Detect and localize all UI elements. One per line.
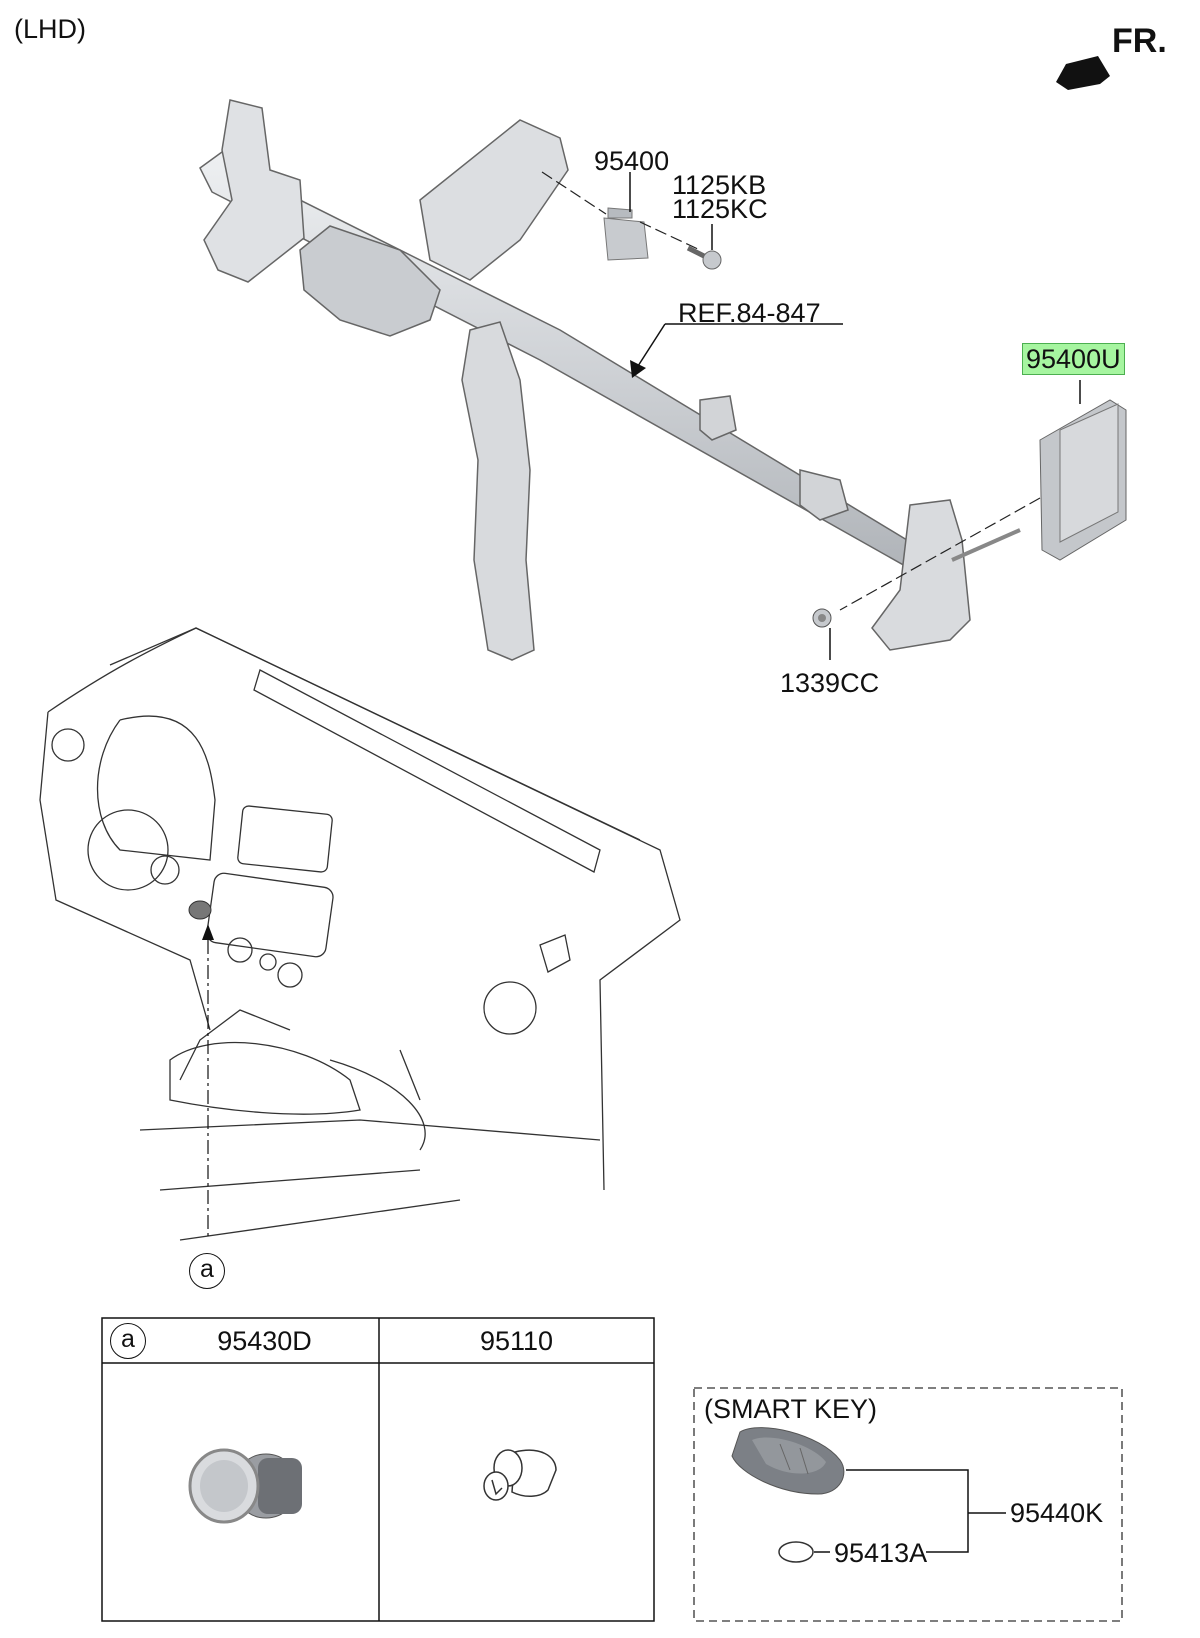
- table-marker: a: [110, 1323, 146, 1359]
- cowl-cross-bar: [199, 99, 1021, 661]
- start-button-drawing: [188, 900, 214, 1236]
- callout-1339cc: 1339CC: [780, 668, 880, 698]
- smart-key-title: (SMART KEY): [704, 1394, 878, 1424]
- callout-1125kb: 1125KB: [672, 170, 767, 200]
- part-95110-drawing: [483, 1449, 557, 1501]
- front-arrow-icon: [1056, 56, 1110, 90]
- smart-key-leaders: [814, 1469, 1006, 1553]
- part-95430d-drawing: [188, 1448, 302, 1524]
- nut-drawing: [812, 608, 832, 660]
- callout-95400u: 95400U: [1022, 343, 1125, 375]
- callout-1125kc: 1125KC: [672, 194, 768, 224]
- detail-marker: a: [189, 1253, 225, 1289]
- bolt-drawing: [686, 224, 722, 270]
- dashboard-drawing: [39, 627, 681, 1241]
- smart-key-box: [693, 1387, 1123, 1622]
- smart-key-drawing: [731, 1427, 845, 1495]
- table-column-95430d: 95430D: [217, 1326, 312, 1356]
- module-95400-drawing: [541, 171, 701, 261]
- callout-95400: 95400: [594, 146, 670, 176]
- table-column-95110: 95110: [479, 1326, 554, 1356]
- battery-drawing: [778, 1541, 814, 1563]
- callout-reference: REF.84-847: [678, 298, 821, 328]
- orientation-label: (LHD): [14, 14, 86, 44]
- front-indicator-label: FR.: [1112, 22, 1167, 60]
- ref-leader: [630, 323, 843, 378]
- callout-95440k: 95440K: [1010, 1498, 1104, 1528]
- module-95400u-drawing: [839, 380, 1127, 611]
- callout-95413a: 95413A: [834, 1538, 928, 1568]
- detail-table: [101, 1317, 655, 1622]
